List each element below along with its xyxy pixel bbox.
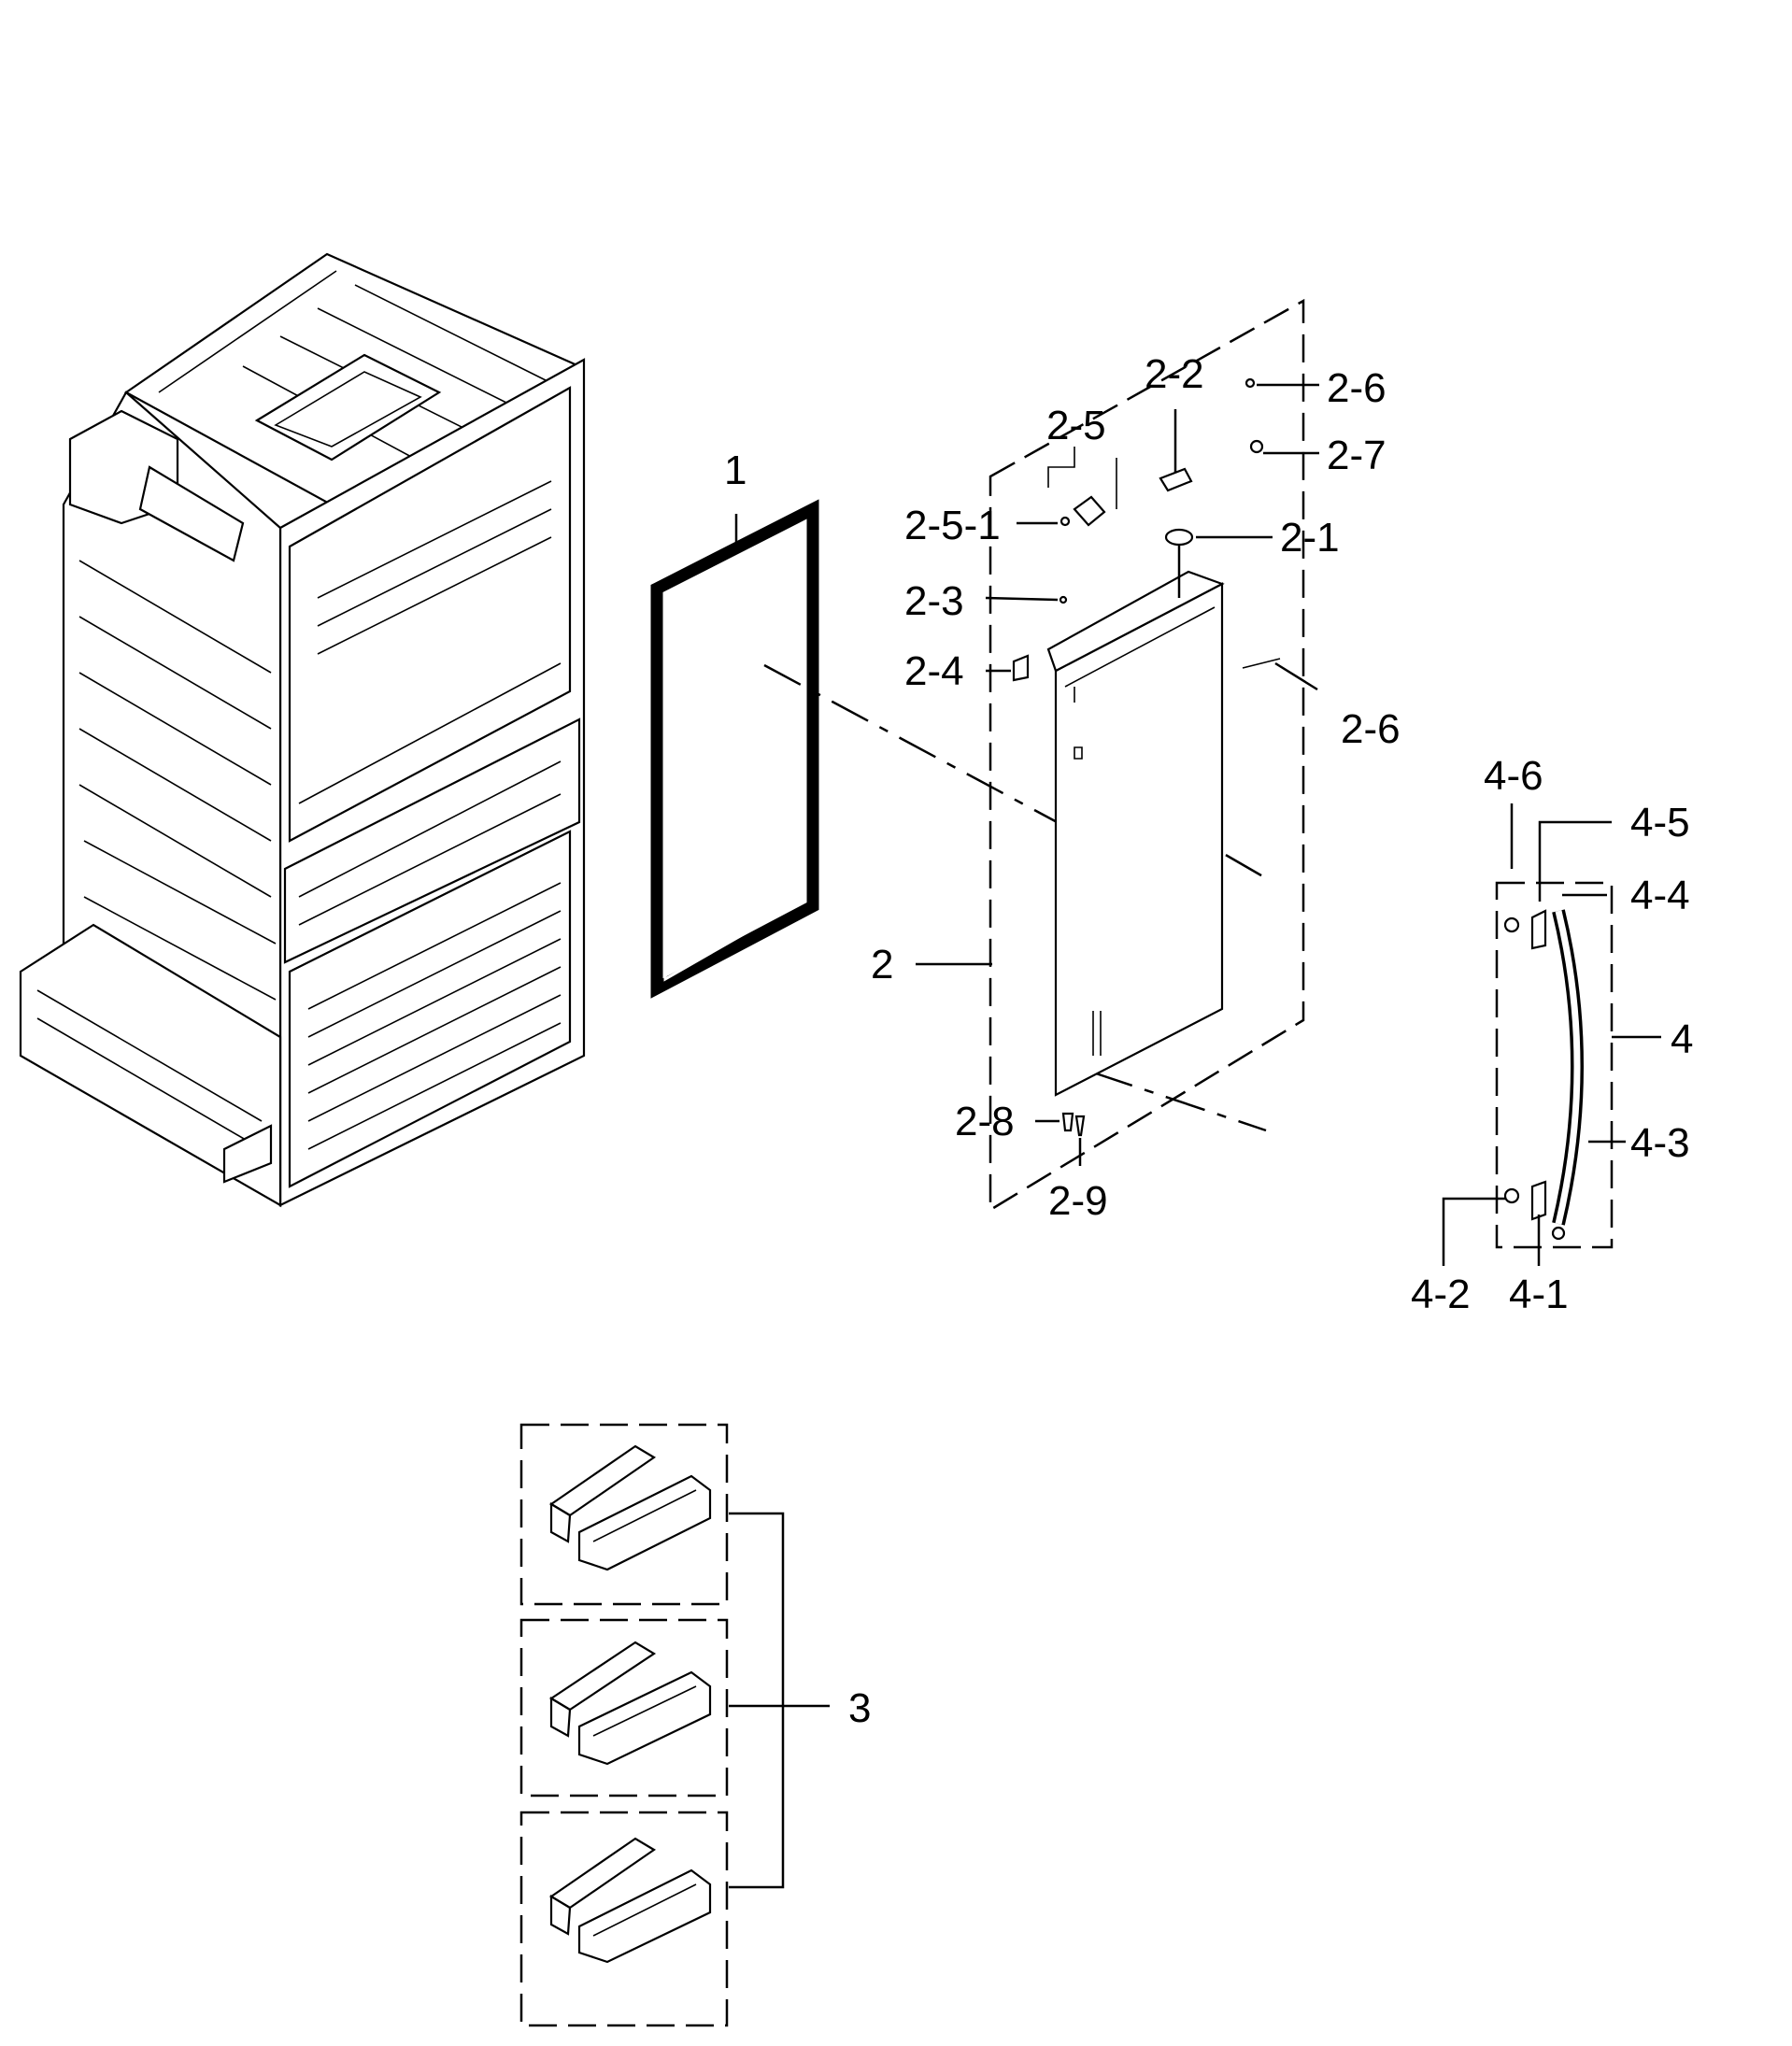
- callout-4-4: 4-4: [1630, 873, 1690, 918]
- stopper-part: [1012, 654, 1030, 682]
- callout-3: 3: [848, 1685, 871, 1731]
- door-handle: [1503, 909, 1584, 1241]
- callout-4-1: 4-1: [1509, 1272, 1569, 1317]
- callout-1: 1: [724, 448, 747, 493]
- hinge-cap-part: [1164, 528, 1194, 598]
- screw-2-3-part: [1059, 595, 1068, 604]
- callout-2-2: 2-2: [1145, 351, 1204, 397]
- handle-group-box: [1495, 881, 1614, 1249]
- door-group-box: [988, 298, 1305, 1213]
- callout-2-1: 2-1: [1280, 515, 1340, 561]
- callout-2-9: 2-9: [1048, 1178, 1108, 1224]
- screw-2-6-top-part: [1244, 377, 1256, 389]
- door-guard-group: [519, 1423, 729, 2027]
- callout-4: 4: [1671, 1016, 1693, 1062]
- callout-2-8: 2-8: [955, 1099, 1015, 1144]
- callout-2-5-1: 2-5-1: [904, 503, 1001, 548]
- door-gasket: [650, 499, 819, 999]
- callout-2-3: 2-3: [904, 578, 964, 624]
- callout-2-6-top: 2-6: [1327, 365, 1387, 411]
- refrigerator-door: [1046, 570, 1281, 1097]
- callout-4-2: 4-2: [1411, 1272, 1471, 1317]
- callout-2-5: 2-5: [1046, 403, 1106, 448]
- hinge-bracket-part: [1159, 467, 1193, 492]
- refrigerator-cabinet: [19, 252, 586, 1208]
- callout-2-4: 2-4: [904, 648, 964, 694]
- cap-screw-part: [1060, 516, 1071, 527]
- cap-assy-part: [1073, 495, 1106, 527]
- callout-2-7: 2-7: [1327, 433, 1387, 478]
- callout-4-3: 4-3: [1630, 1120, 1690, 1166]
- callout-2: 2: [871, 942, 893, 987]
- bolt-2-8-part: [1061, 1112, 1074, 1132]
- callout-2-6-side: 2-6: [1341, 706, 1401, 752]
- callout-4-6: 4-6: [1484, 753, 1543, 799]
- pin-2-9-part: [1074, 1115, 1086, 1137]
- screw-2-7-part: [1249, 439, 1264, 454]
- callout-4-5: 4-5: [1630, 800, 1690, 845]
